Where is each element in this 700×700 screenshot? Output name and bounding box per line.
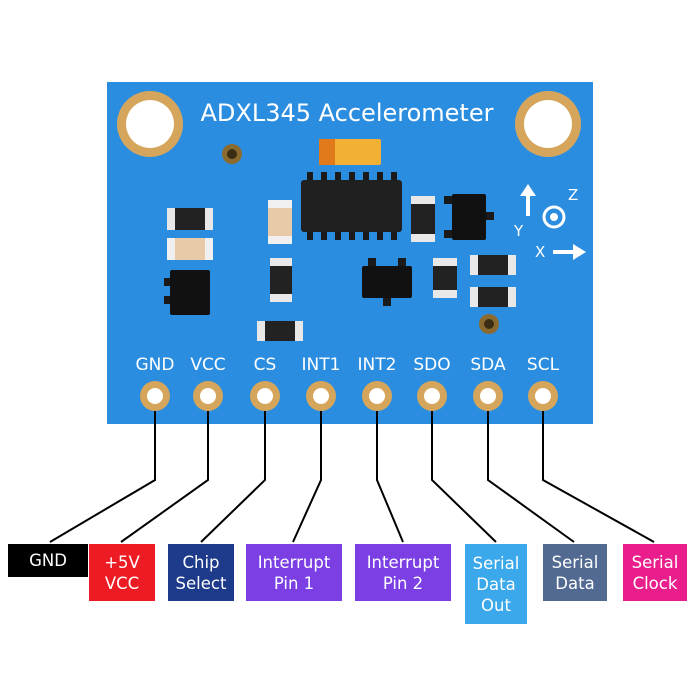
pin-description-line: Select [175, 573, 227, 593]
pin-label-gnd: GND [136, 355, 175, 375]
wire-gnd [49, 411, 156, 543]
wire-sda [487, 411, 575, 543]
z-axis-label: Z [568, 186, 578, 204]
z-axis-out-of-page-icon [542, 205, 566, 229]
pin-description-line: Pin 1 [273, 573, 315, 593]
y-axis-label: Y [513, 222, 524, 240]
y-axis-arrowhead-icon [520, 184, 536, 196]
pin-description-line: Interrupt [366, 552, 440, 572]
pin-pad-gnd [140, 381, 170, 411]
pin-label-int1: INT1 [302, 355, 341, 375]
pin-label-sdo: SDO [413, 355, 450, 375]
pin-label-sda: SDA [470, 355, 506, 375]
pin-description-line: VCC [104, 573, 140, 593]
via-top-left [222, 144, 242, 164]
wire-int1 [292, 411, 322, 543]
smd-resistor-4 [411, 196, 435, 242]
smd-capacitor-2 [268, 200, 292, 244]
pin-pad-cs [250, 381, 280, 411]
tantalum-capacitor [319, 139, 381, 165]
pin-description-line: GND [29, 551, 67, 570]
pin-pad-sda [473, 381, 503, 411]
pin-pad-int2 [362, 381, 392, 411]
pin-label-scl: SCL [527, 355, 560, 375]
pin-label-int2: INT2 [358, 355, 397, 375]
pin-description-line: Data [555, 573, 595, 593]
pin-pad-sdo [417, 381, 447, 411]
pin-pad-vcc [193, 381, 223, 411]
via-bottom-right [479, 314, 499, 334]
main-ic-chip [301, 172, 402, 240]
transistor-1 [444, 194, 494, 240]
x-axis-label: X [535, 243, 545, 261]
transistor-2 [362, 258, 412, 306]
header-pins: GND VCC CS INT1 INT2 SDO SDA SCL [136, 355, 560, 411]
wire-sdo [431, 411, 497, 543]
mounting-hole-right [515, 91, 581, 157]
connector-lines [49, 411, 655, 543]
pin-description-line: Out [481, 595, 511, 615]
pin-description-line: +5V [104, 552, 140, 572]
smd-resistor-6 [470, 255, 516, 275]
pin-description-line: Chip [182, 552, 220, 572]
pin-description-line: Data [476, 574, 516, 594]
pin-label-vcc: VCC [190, 355, 225, 375]
mounting-hole-left [117, 91, 183, 157]
wire-cs [200, 411, 266, 543]
wire-scl [542, 411, 655, 543]
pin-description-line: Pin 2 [382, 573, 424, 593]
pin-pad-int1 [306, 381, 336, 411]
smd-resistor-5 [433, 258, 457, 298]
smd-resistor-3 [257, 321, 303, 341]
pin-description-line: Interrupt [257, 552, 331, 572]
board-title: ADXL345 Accelerometer [201, 99, 494, 127]
axis-indicator: Z Y X [513, 184, 586, 261]
wire-int2 [376, 411, 404, 543]
pin-pad-scl [528, 381, 558, 411]
x-axis-arrowhead-icon [573, 244, 586, 260]
voltage-regulator [164, 270, 210, 315]
pin-description-line: Clock [632, 573, 678, 593]
pin-description-line: Serial [472, 553, 520, 573]
wire-vcc [120, 411, 209, 543]
pin-description-gnd: GND [8, 544, 88, 577]
smd-resistor-7 [470, 287, 516, 307]
smd-resistor-2 [270, 258, 292, 302]
pin-description-line: Serial [631, 552, 679, 572]
pin-label-cs: CS [254, 355, 277, 375]
smd-resistor-1 [167, 208, 213, 230]
smd-capacitor-1 [167, 238, 213, 260]
pin-description-line: Serial [551, 552, 599, 572]
